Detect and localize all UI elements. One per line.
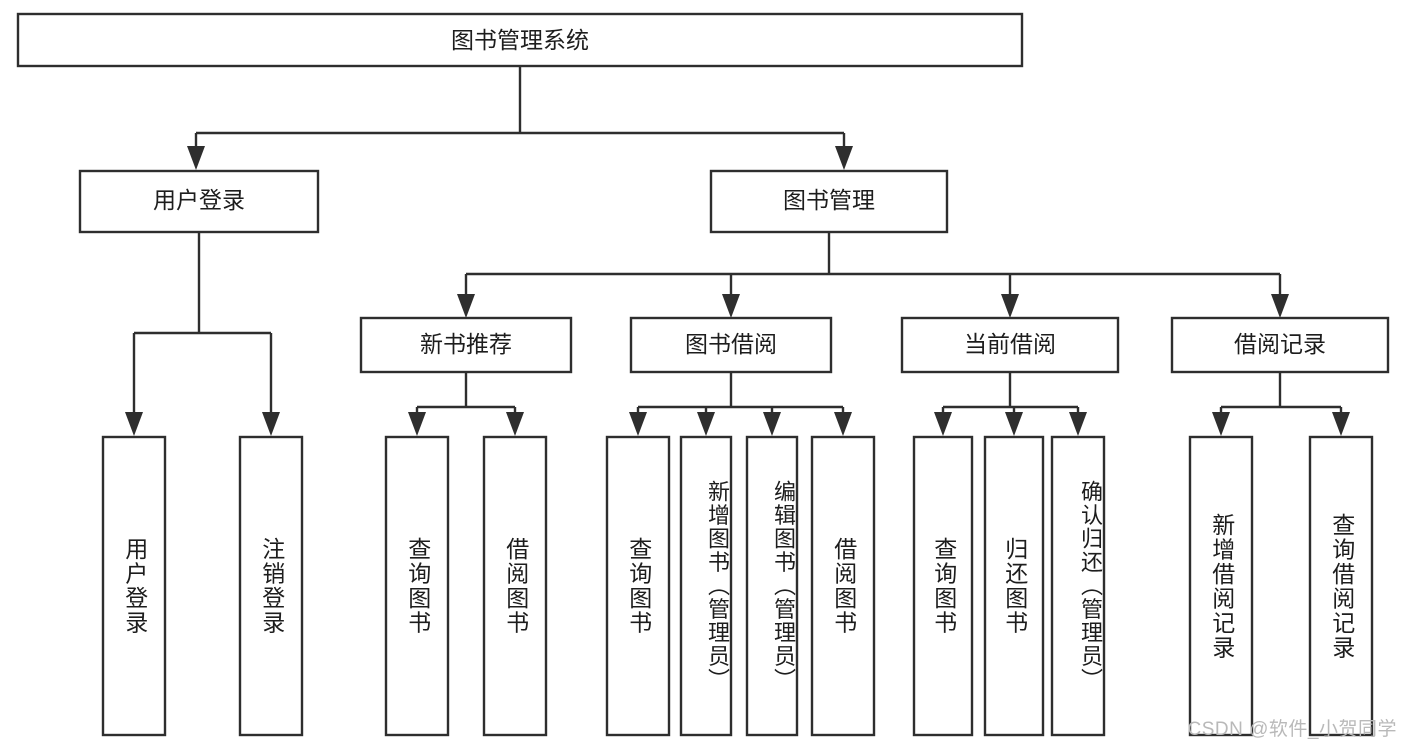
arrow-head-icon	[1212, 412, 1230, 436]
arrow-head-icon	[763, 412, 781, 436]
connector-new-book-rec-to-leaves	[408, 372, 524, 436]
node-book-management-label: 图书管理	[783, 187, 875, 213]
arrow-head-icon	[457, 294, 475, 318]
connector-current-borrow-to-leaves	[934, 372, 1087, 436]
leaf-box-add-book-admin[interactable]	[679, 435, 733, 737]
arrow-head-icon	[408, 412, 426, 436]
arrow-head-icon	[1069, 412, 1087, 436]
arrow-head-icon	[697, 412, 715, 436]
node-user-login-label: 用户登录	[153, 187, 245, 213]
node-current-borrow-label: 当前借阅	[964, 331, 1056, 357]
node-root-system[interactable]: 图书管理系统	[16, 12, 1024, 68]
leaf-box-borrow-book[interactable]	[810, 435, 876, 737]
arrow-head-icon	[835, 146, 853, 170]
leaf-box-edit-book-admin[interactable]	[745, 435, 799, 737]
node-book-management[interactable]: 图书管理	[709, 169, 949, 234]
node-new-book-recommend[interactable]: 新书推荐	[359, 316, 573, 374]
node-current-borrow[interactable]: 当前借阅	[900, 316, 1120, 374]
arrow-head-icon	[1005, 412, 1023, 436]
leaf-box-query-book-cur[interactable]	[912, 435, 974, 737]
leaf-box-return-book[interactable]	[983, 435, 1045, 737]
leaf-box-confirm-return[interactable]	[1050, 435, 1106, 737]
leaf-box-query-book-borrow[interactable]	[605, 435, 671, 737]
connector-root-to-level2	[187, 66, 853, 170]
arrow-head-icon	[834, 412, 852, 436]
node-borrow-record-label: 借阅记录	[1234, 331, 1326, 357]
connector-borrow-record-to-leaves	[1212, 372, 1350, 436]
arrow-head-icon	[187, 146, 205, 170]
node-book-borrow[interactable]: 图书借阅	[629, 316, 833, 374]
node-book-borrow-label: 图书借阅	[685, 331, 777, 357]
arrow-head-icon	[1001, 294, 1019, 318]
arrow-head-icon	[629, 412, 647, 436]
arrow-head-icon	[125, 412, 143, 436]
arrow-head-icon	[934, 412, 952, 436]
leaf-box-query-borrow-record[interactable]	[1308, 435, 1374, 737]
leaf-box-user-login[interactable]	[101, 435, 167, 737]
node-borrow-record[interactable]: 借阅记录	[1170, 316, 1390, 374]
leaf-box-borrow-book-rec[interactable]	[482, 435, 548, 737]
connector-user-login-to-leaves	[125, 232, 280, 436]
leaf-box-logout-login[interactable]	[238, 435, 304, 737]
node-user-login[interactable]: 用户登录	[78, 169, 320, 234]
arrow-head-icon	[722, 294, 740, 318]
arrow-head-icon	[1332, 412, 1350, 436]
node-root-system-label: 图书管理系统	[451, 27, 589, 53]
connector-book-borrow-to-leaves	[629, 372, 852, 436]
leaf-box-query-book-rec[interactable]	[384, 435, 450, 737]
leaf-box-add-borrow-record[interactable]	[1188, 435, 1254, 737]
arrow-head-icon	[262, 412, 280, 436]
arrow-head-icon	[1271, 294, 1289, 318]
connector-book-mgmt-to-level3	[457, 232, 1289, 318]
node-new-book-recommend-label: 新书推荐	[420, 331, 512, 357]
arrow-head-icon	[506, 412, 524, 436]
csdn-watermark: CSDN @软件_小贺同学	[1187, 719, 1397, 740]
